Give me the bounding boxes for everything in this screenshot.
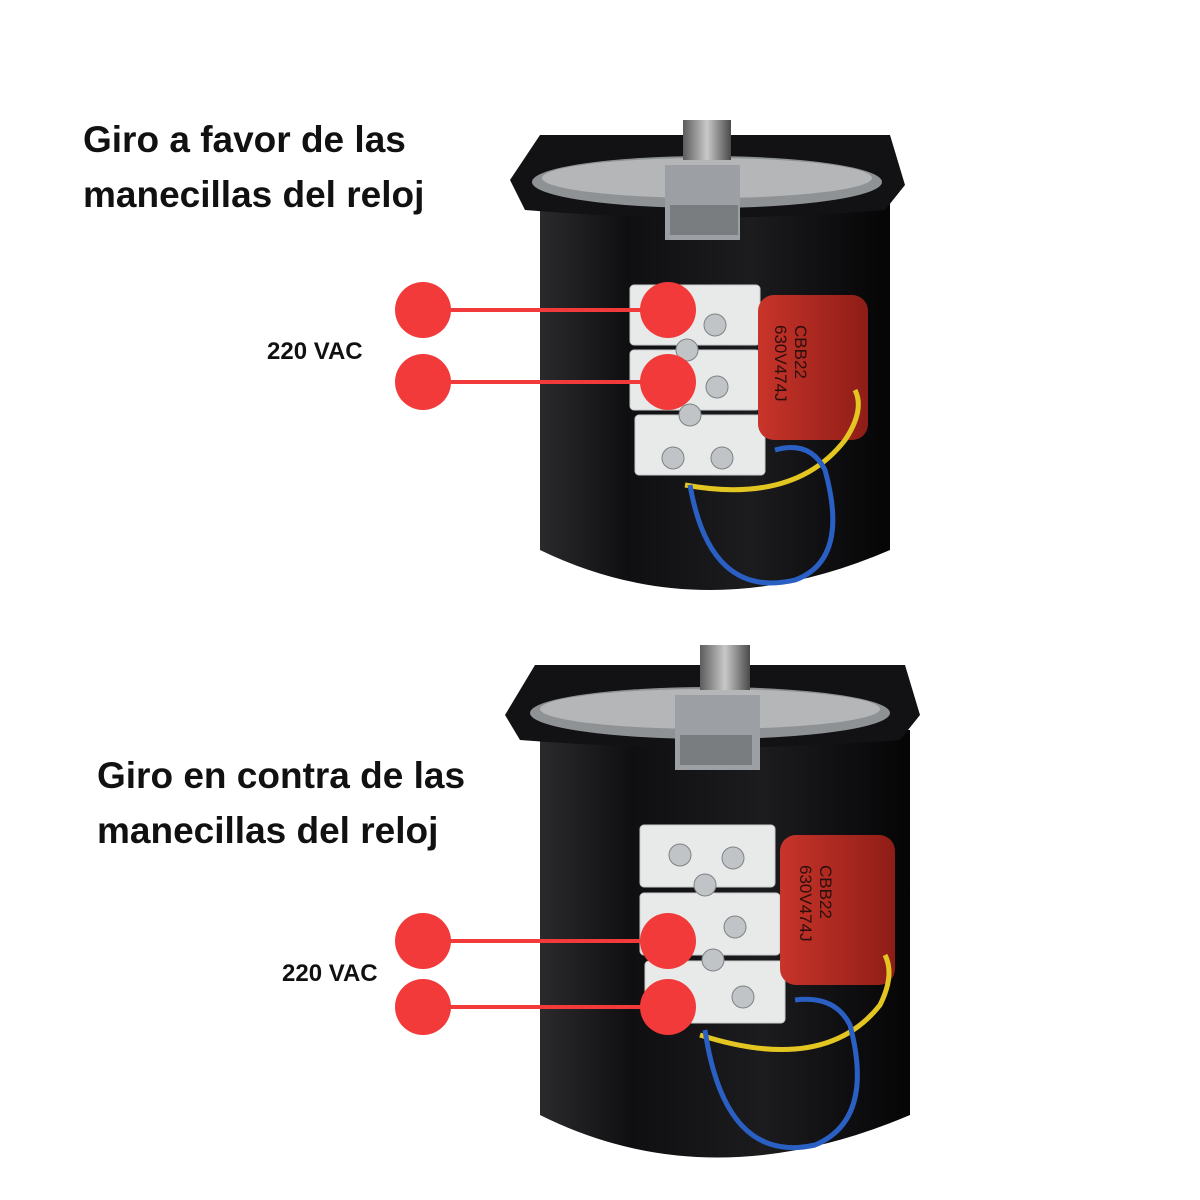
terminal-marker [395, 913, 451, 969]
voltage-label-top: 220 VAC [267, 338, 363, 365]
wire-yellow [699, 953, 892, 1052]
terminal-marker [395, 354, 451, 410]
motor-shaft [683, 120, 731, 160]
heading-line: manecillas del reloj [97, 810, 439, 851]
panel-1-markers [395, 282, 696, 410]
heading-counterclockwise: Giro en contra de las manecillas del rel… [97, 748, 465, 858]
heading-line: Giro a favor de las [83, 119, 406, 160]
heading-line: Giro en contra de las [97, 755, 466, 796]
terminal-marker [640, 979, 696, 1035]
capacitor [780, 835, 895, 985]
capacitor [758, 295, 868, 440]
motor-shaft [700, 645, 750, 690]
terminal-marker [640, 913, 696, 969]
capacitor-text: CBB22 [791, 325, 810, 379]
terminal-marker [395, 979, 451, 1035]
panel-2-markers [395, 913, 696, 1035]
motor-bottom: CBB22 630V474J [505, 645, 920, 1158]
wire-blue [702, 996, 860, 1151]
heading-clockwise: Giro a favor de las manecillas del reloj [83, 112, 424, 222]
svg-text:630V474J: 630V474J [796, 865, 815, 942]
terminal-marker [395, 282, 451, 338]
capacitor-text: CBB22 [816, 865, 835, 919]
wire-yellow [684, 388, 861, 493]
terminal-marker [640, 282, 696, 338]
heading-line: manecillas del reloj [83, 174, 425, 215]
wire-blue [687, 445, 836, 586]
terminal-marker [640, 354, 696, 410]
voltage-label-bottom: 220 VAC [282, 960, 378, 987]
svg-text:630V474J: 630V474J [771, 325, 790, 402]
